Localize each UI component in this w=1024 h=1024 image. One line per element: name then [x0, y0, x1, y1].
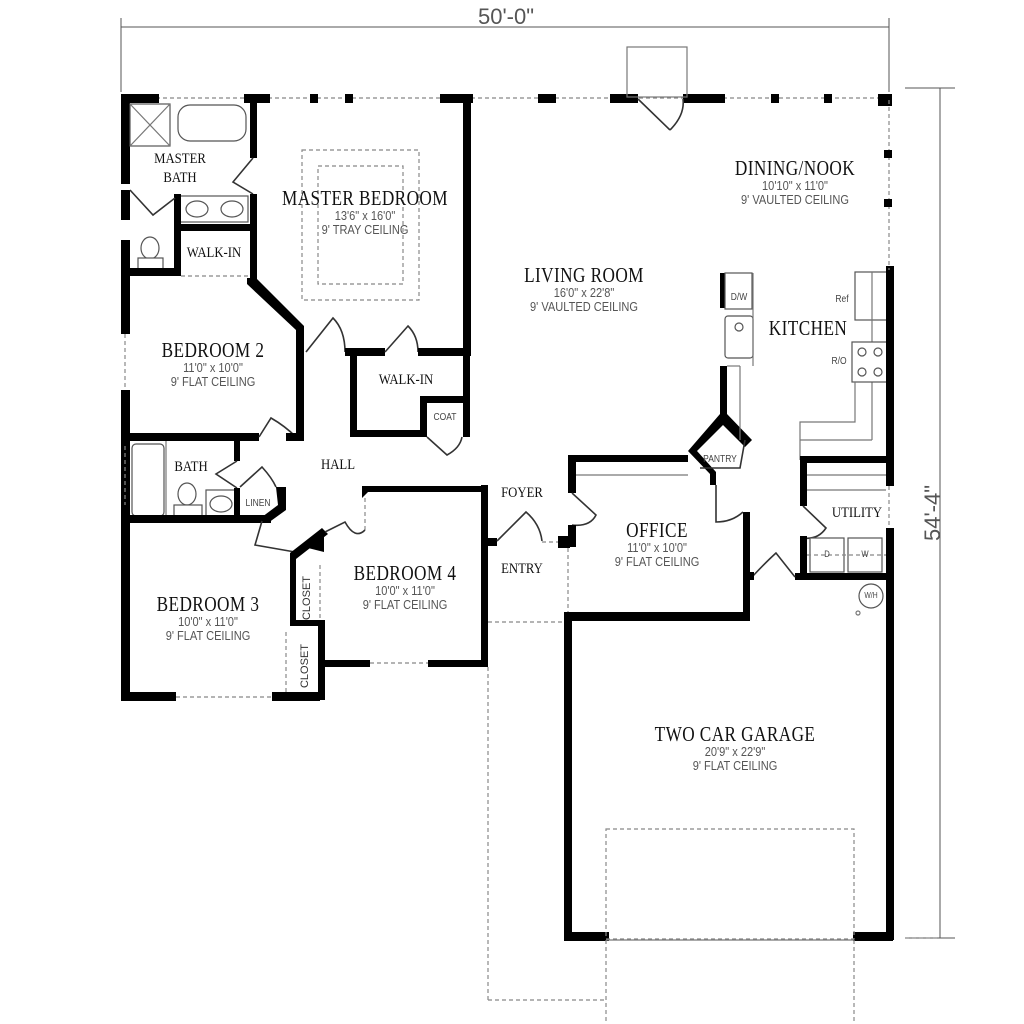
right-exterior-wall — [884, 100, 894, 940]
washer-label: W — [861, 549, 869, 559]
room-label-linen: LINEN — [245, 498, 271, 509]
master-bedroom-walls — [247, 98, 471, 437]
foyer-entry-walls — [487, 510, 606, 1001]
room-label-master-walkin: WALK-IN — [186, 245, 242, 261]
bedroom-3-4-walls — [285, 485, 488, 700]
room-label-entry: ENTRY — [501, 561, 543, 577]
room-label-bedroom-4: BEDROOM 4 10'0" x 11'0" 9' FLAT CEILING — [353, 561, 457, 612]
walkin-coat-walls — [350, 352, 470, 456]
master-bath-walls — [121, 94, 257, 284]
room-label-bath: BATH — [174, 459, 208, 475]
dishwasher-label: D/W — [730, 292, 748, 303]
room-label-closet-b: CLOSET — [299, 643, 312, 689]
room-label-bedroom-2: BEDROOM 2 11'0" x 10'0" 9' FLAT CEILING — [161, 338, 265, 389]
room-label-kitchen: KITCHEN — [768, 316, 848, 340]
kitchen-fixtures — [720, 266, 894, 486]
rear-porch — [626, 46, 688, 98]
room-label-master-bath: MASTER BATH — [154, 151, 206, 186]
room-label-closet-a: CLOSET — [301, 575, 314, 621]
top-exterior-wall — [121, 94, 892, 106]
garage-walls — [564, 828, 940, 1024]
room-label-hall: HALL — [321, 457, 355, 473]
utility-walls — [746, 456, 890, 616]
hall-bath-walls — [121, 441, 296, 553]
office-walls — [564, 455, 750, 940]
left-exterior-wall — [121, 94, 320, 701]
pantry-walls — [688, 365, 752, 485]
overall-depth-label: 54'-4" — [920, 484, 946, 542]
width-dimension-line — [120, 18, 890, 92]
room-label-pantry: PANTRY — [703, 454, 737, 465]
dryer-label: D — [824, 549, 830, 559]
range-oven-label: R/O — [831, 356, 847, 367]
bedroom-2-walls — [121, 416, 304, 441]
room-label-master-bedroom: MASTER BEDROOM 13'6" x 16'0" 9' TRAY CEI… — [281, 186, 449, 237]
room-label-office: OFFICE 11'0" x 10'0" 9' FLAT CEILING — [614, 518, 700, 569]
rear-door — [637, 98, 685, 131]
refrigerator-label: Ref — [835, 294, 849, 305]
room-label-bedroom-3: BEDROOM 3 10'0" x 11'0" 9' FLAT CEILING — [156, 592, 260, 643]
room-label-garage: TWO CAR GARAGE 20'9" x 22'9" 9' FLAT CEI… — [654, 722, 816, 773]
water-heater-label: W/H — [864, 591, 878, 600]
overall-width-label: 50'-0" — [478, 4, 535, 29]
room-label-utility: UTILITY — [831, 505, 883, 521]
room-label-living-room: LIVING ROOM 16'0" x 22'8" 9' VAULTED CEI… — [524, 263, 644, 314]
room-label-walkin-2: WALK-IN — [378, 372, 434, 388]
room-label-dining-nook: DINING/NOOK 10'10" x 11'0" 9' VAULTED CE… — [734, 156, 856, 207]
room-label-foyer: FOYER — [501, 485, 543, 501]
room-label-coat: COAT — [433, 412, 457, 423]
